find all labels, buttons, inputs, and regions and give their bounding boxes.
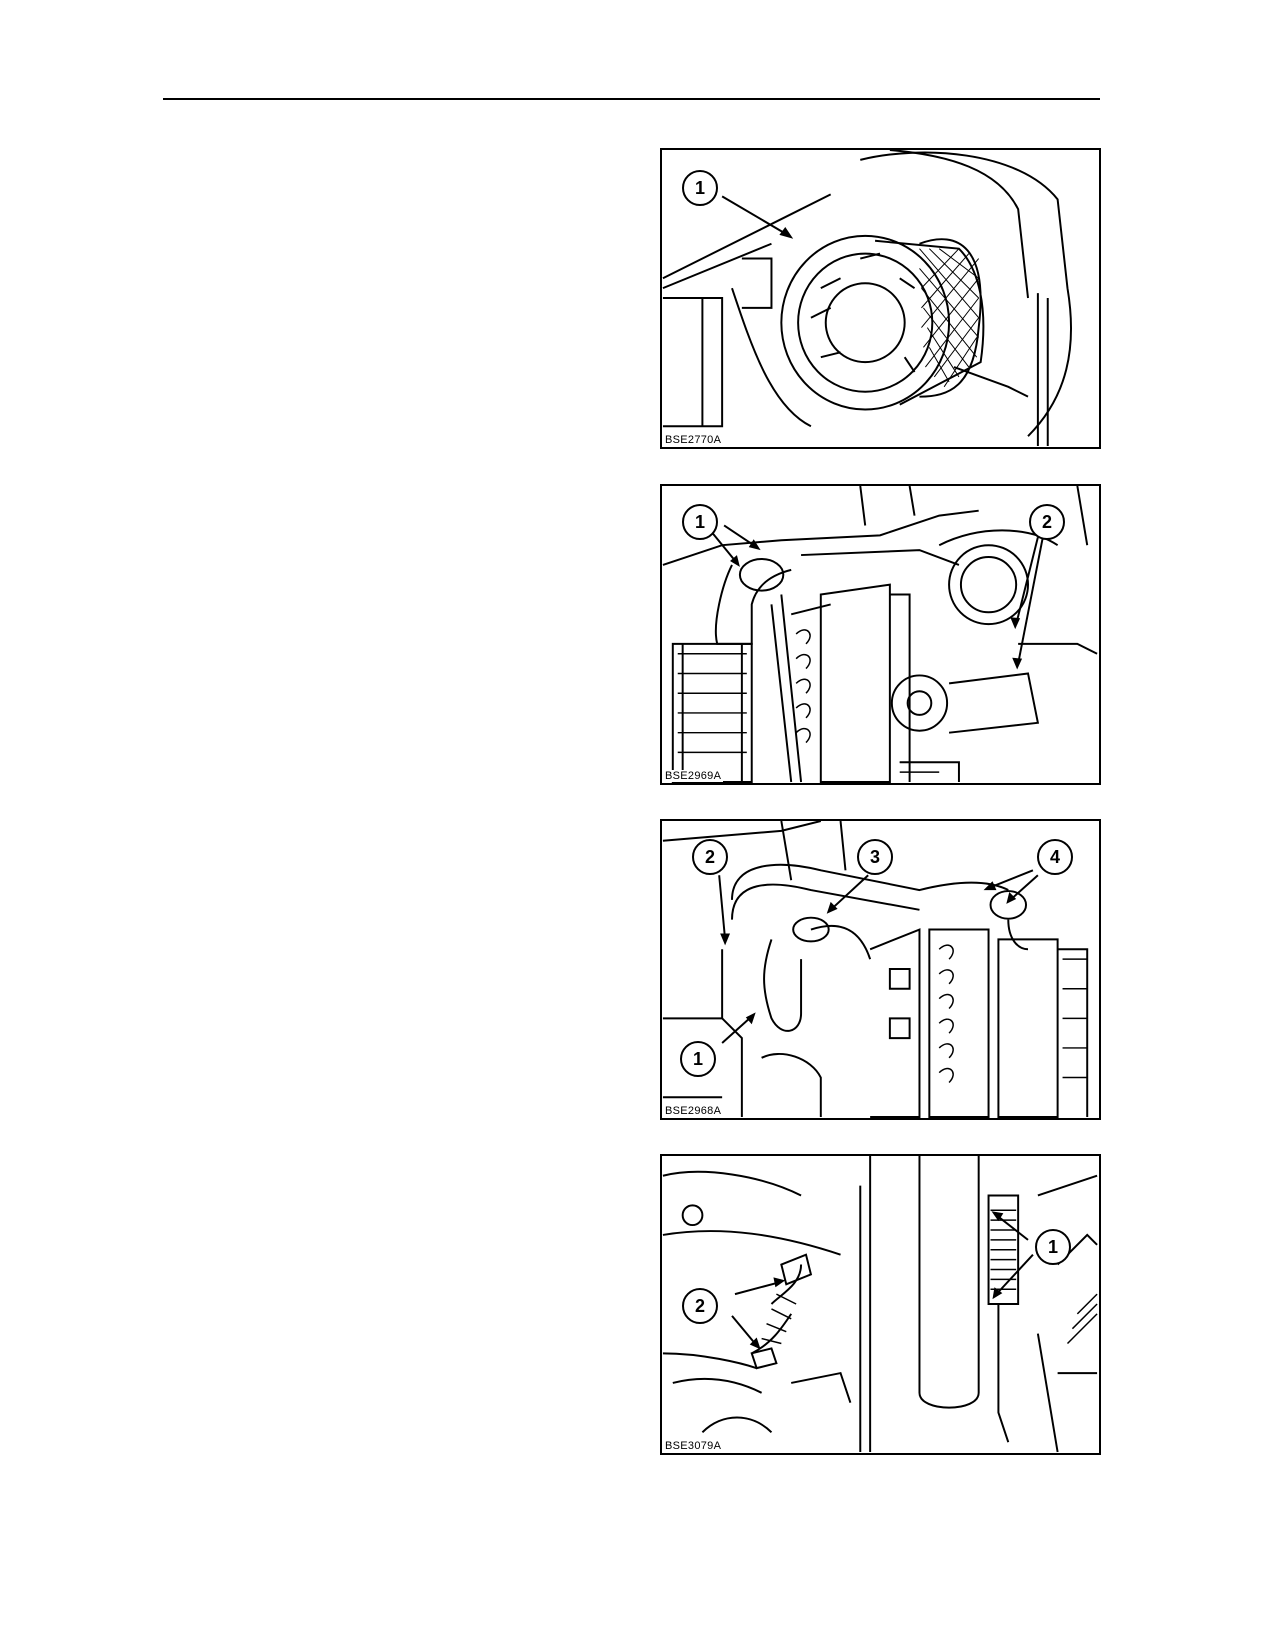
figure-air-filter: 1 BSE2770A: [660, 148, 1101, 449]
figure-code: BSE2969A: [663, 770, 724, 782]
callout-2: 2: [692, 839, 728, 875]
figure-flexible-hoses: 1 2 BSE3079A: [660, 1154, 1101, 1455]
callout-1: 1: [1035, 1229, 1071, 1265]
hose-connections-illustration: [662, 821, 1089, 1118]
hose-clamps-illustration: [662, 486, 1098, 783]
callout-2: 2: [1029, 504, 1065, 540]
figure-code: BSE2770A: [663, 434, 724, 446]
figure-hose-clamps: 1 2 BSE2969A: [660, 484, 1101, 785]
air-filter-illustration: [662, 150, 1073, 447]
callout-2: 2: [682, 1288, 718, 1324]
header-rule: [163, 98, 1100, 100]
callout-4: 4: [1037, 839, 1073, 875]
flexible-hoses-illustration: [662, 1156, 1098, 1453]
figure-code: BSE2968A: [663, 1105, 724, 1117]
callout-3: 3: [857, 839, 893, 875]
figure-code: BSE3079A: [663, 1440, 724, 1452]
callout-1: 1: [682, 170, 718, 206]
figure-hose-connections: 2 3 4 1 BSE2968A: [660, 819, 1101, 1120]
callout-1: 1: [682, 504, 718, 540]
callout-1: 1: [680, 1041, 716, 1077]
